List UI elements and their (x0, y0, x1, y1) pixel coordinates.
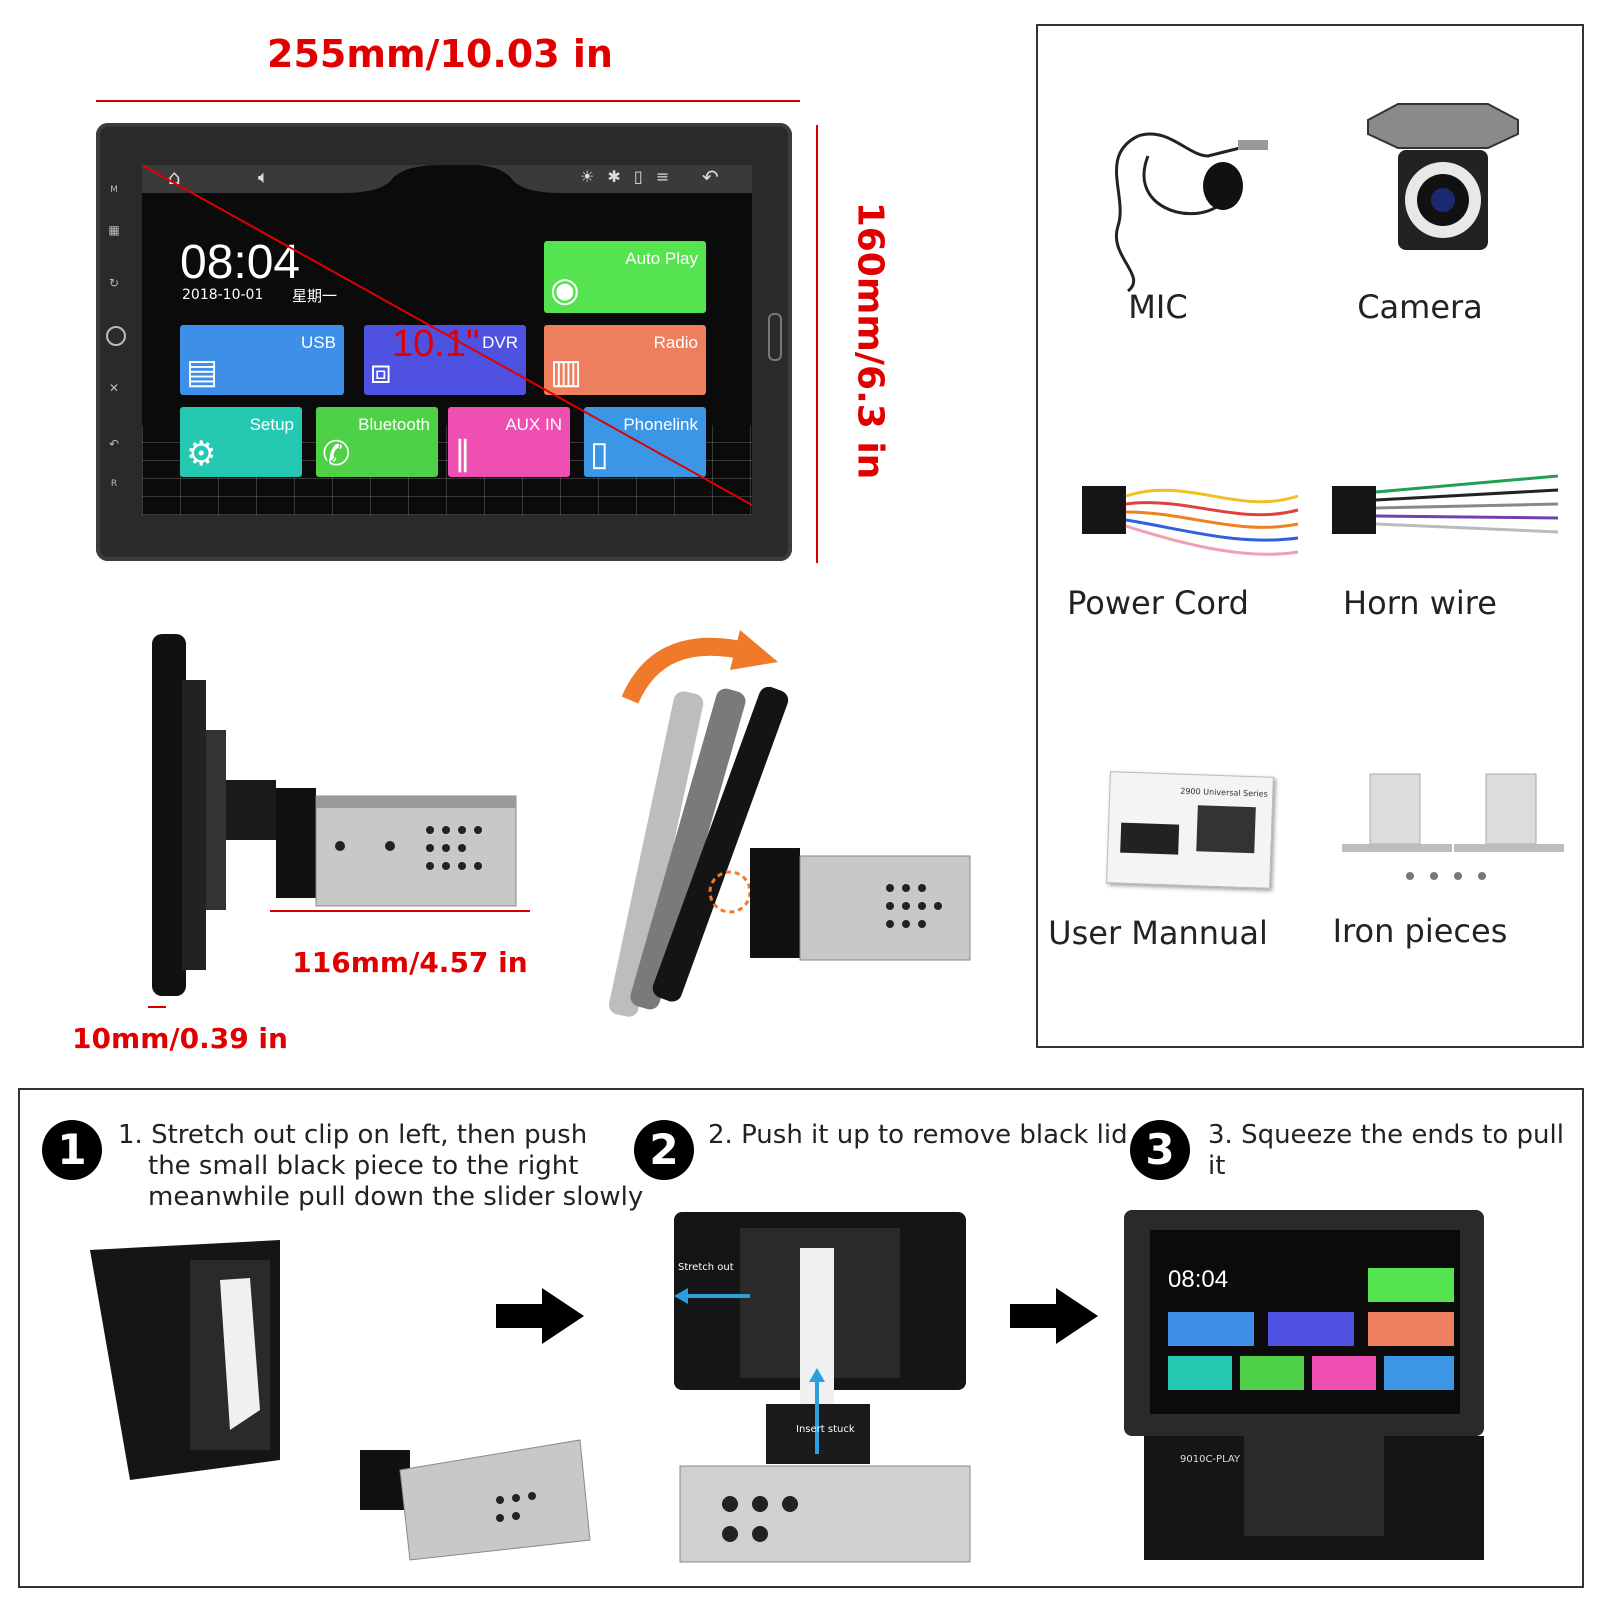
aux-icon: ∥ (454, 435, 471, 473)
clock-time: 08:04 (180, 236, 301, 289)
iron-pieces-icon (1342, 773, 1564, 880)
iron-pieces-label: Iron pieces (1332, 912, 1508, 950)
power-cord-icon (1082, 486, 1299, 556)
rotation-view-illustration (609, 630, 971, 1017)
camera-label: Camera (1357, 288, 1483, 326)
head-unit-front: M ▦ ↻ ✕ ↶ R ⌂ 🔈︎ ☀ ✱ ▯ ≡ ↶ 08:04 2018-10… (96, 123, 792, 561)
usb-icon: ▤ (186, 353, 219, 391)
mic-label: MIC (1128, 288, 1188, 326)
model-label: 9010C-PLAY (1180, 1454, 1241, 1465)
volume-icon[interactable]: 🔈︎ (258, 167, 269, 188)
apps-icon[interactable]: ▦ (108, 223, 120, 237)
mic-icon (1114, 132, 1268, 293)
height-dimension-label: 160mm/6.3 in (849, 201, 891, 480)
accessories-panel: MIC Camera Power Cord Horn wire 2900 Uni… (1036, 24, 1584, 1048)
tile-dvr[interactable]: DVR⧈ (364, 325, 526, 395)
clock-weekday: 星期一 (292, 287, 338, 305)
tile-setup[interactable]: Setup⚙ (180, 407, 302, 477)
step-3-chassis: 9010C-PLAY (1144, 1436, 1484, 1560)
diagonal-line (142, 165, 752, 506)
tile-aux-in[interactable]: AUX IN∥ (448, 407, 570, 477)
dvr-icon: ⧈ (370, 353, 392, 391)
power-knob-icon[interactable] (106, 326, 126, 346)
tile-radio[interactable]: Radio▥ (544, 325, 706, 395)
home-icon[interactable]: ⌂ (168, 165, 181, 189)
tile-bluetooth[interactable]: Bluetooth✆ (316, 407, 438, 477)
tile-phonelink[interactable]: Phonelink▯ (584, 407, 706, 477)
power-cord-label: Power Cord (1067, 584, 1249, 622)
step-3-head-unit: 08:04 (1124, 1210, 1484, 1436)
width-dimension-line (96, 100, 800, 102)
width-dimension-label: 255mm/10.03 in (267, 32, 613, 76)
height-dimension-line (816, 125, 818, 563)
clock-date: 2018-10-01 (182, 287, 264, 303)
arrow-right-icon-2 (1010, 1288, 1098, 1344)
status-bar (142, 165, 752, 193)
mute-icon[interactable]: ✕ (108, 381, 120, 395)
step-1-text-line2: the small black piece to the right (148, 1151, 579, 1181)
thickness-dimension-line (148, 1006, 166, 1008)
phone-icon: ✆ (322, 435, 351, 473)
depth-dimension-label: 116mm/4.57 in (292, 946, 528, 979)
back-icon[interactable]: ↶ (108, 437, 120, 451)
navigation-icon[interactable]: ↻ (108, 276, 120, 290)
side-button-r[interactable]: R (110, 479, 118, 489)
installation-steps-panel: 1 1. Stretch out clip on left, then push… (18, 1088, 1584, 1588)
gear-icon: ⚙ (186, 435, 217, 473)
radio-icon: ▥ (550, 353, 583, 391)
side-view-illustration (152, 634, 517, 996)
step-2-illustration (674, 1212, 971, 1563)
depth-dimension-line (270, 910, 530, 912)
step-3-clock: 08:04 (1168, 1266, 1229, 1293)
tile-usb[interactable]: USB▤ (180, 325, 344, 395)
step-1-text-line3: meanwhile pull down the slider slowly (148, 1182, 644, 1212)
horn-wire-icon (1332, 474, 1559, 534)
step-2-number: 2 (634, 1120, 694, 1180)
step-2-text: 2. Push it up to remove black lid (708, 1120, 1128, 1150)
step-1-text-line1: 1. Stretch out clip on left, then push (118, 1120, 588, 1150)
arrow-right-icon (496, 1288, 584, 1344)
status-icons: ☀ ✱ ▯ ≡ (580, 167, 674, 186)
sd-slot (768, 313, 782, 361)
tile-auto-play[interactable]: Auto Play◉ (544, 241, 706, 313)
play-icon: ◉ (550, 271, 580, 309)
display-screen: ⌂ 🔈︎ ☀ ✱ ▯ ≡ ↶ 08:04 2018-10-01 星期一 Auto… (142, 165, 752, 515)
side-button-m[interactable]: M (110, 185, 118, 195)
return-icon[interactable]: ↶ (702, 165, 719, 189)
step-1-illustration (90, 1240, 591, 1561)
step-3-text: 3. Squeeze the ends to pull it (1208, 1120, 1564, 1181)
phonelink-icon: ▯ (590, 435, 609, 473)
step-3-number: 3 (1130, 1120, 1190, 1180)
thickness-dimension-label: 10mm/0.39 in (72, 1022, 288, 1055)
insert-stuck-callout: Insert stuck (796, 1424, 855, 1435)
horn-wire-label: Horn wire (1343, 584, 1497, 622)
user-manual-icon: 2900 Universal Series (1106, 771, 1274, 889)
step-1-number: 1 (42, 1120, 102, 1180)
stretch-out-callout: Stretch out (678, 1262, 734, 1273)
user-manual-label: User Mannual (1048, 914, 1268, 952)
screen-size-label: 10.1" (392, 323, 480, 365)
camera-icon (1367, 103, 1519, 250)
